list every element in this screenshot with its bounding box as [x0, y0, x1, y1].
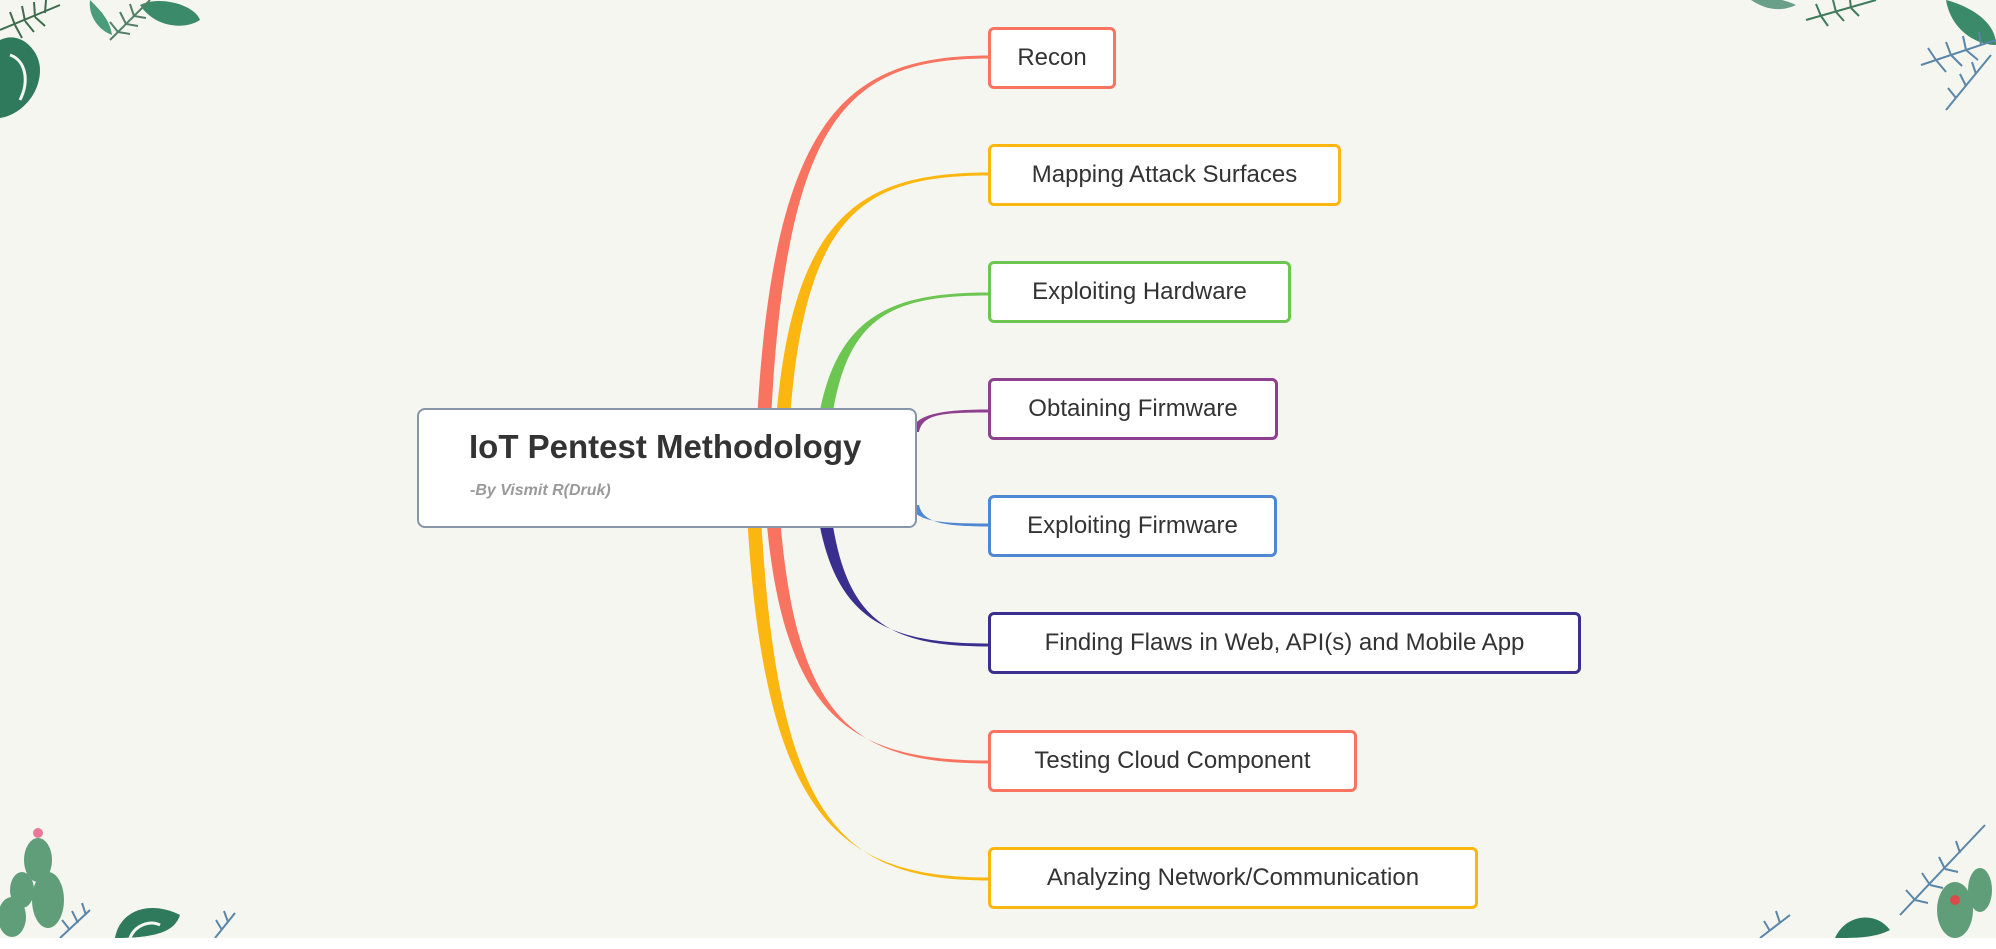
cactus-bottom-right-icon — [1759, 824, 1992, 938]
topic-testing-cloud-component[interactable]: Testing Cloud Component — [988, 730, 1357, 792]
topic-obtaining-firmware[interactable]: Obtaining Firmware — [988, 378, 1278, 440]
topic-label: Obtaining Firmware — [1028, 395, 1238, 422]
connector-3 — [911, 409, 990, 432]
connector-5 — [813, 468, 990, 647]
topic-label: Testing Cloud Component — [1034, 747, 1311, 774]
topic-finding-flaws-web-api-mobile[interactable]: Finding Flaws in Web, API(s) and Mobile … — [988, 612, 1581, 674]
topic-analyzing-network-communication[interactable]: Analyzing Network/Communication — [988, 847, 1478, 909]
bottom-strip — [0, 938, 1996, 949]
leaf-top-left-icon — [0, 0, 200, 119]
topic-label: Finding Flaws in Web, API(s) and Mobile … — [1044, 629, 1525, 656]
topic-recon[interactable]: Recon — [988, 27, 1116, 89]
topic-exploiting-firmware[interactable]: Exploiting Firmware — [988, 495, 1277, 557]
topic-label: Exploiting Firmware — [1027, 512, 1238, 539]
topic-label: Mapping Attack Surfaces — [1031, 161, 1298, 188]
connector-0 — [755, 55, 990, 468]
topic-mapping-attack-surfaces[interactable]: Mapping Attack Surfaces — [988, 144, 1341, 206]
topic-exploiting-hardware[interactable]: Exploiting Hardware — [988, 261, 1291, 323]
connector-6 — [763, 468, 990, 764]
topic-label: Exploiting Hardware — [1032, 278, 1247, 305]
cactus-bottom-left-icon — [0, 828, 236, 938]
central-topic-title: IoT Pentest Methodology — [469, 428, 862, 465]
central-topic[interactable]: IoT Pentest Methodology -By Vismit R(Dru… — [417, 408, 917, 528]
connector-1 — [773, 172, 990, 468]
central-topic-subtitle: -By Vismit R(Druk) — [470, 482, 611, 499]
connector-7 — [745, 468, 990, 881]
topic-label: Recon — [1017, 44, 1087, 71]
branch-connectors — [745, 55, 990, 881]
connector-4 — [911, 505, 990, 527]
leaf-top-right-icon — [1751, 0, 1996, 111]
connector-2 — [813, 292, 990, 468]
topic-label: Analyzing Network/Communication — [1046, 864, 1420, 891]
